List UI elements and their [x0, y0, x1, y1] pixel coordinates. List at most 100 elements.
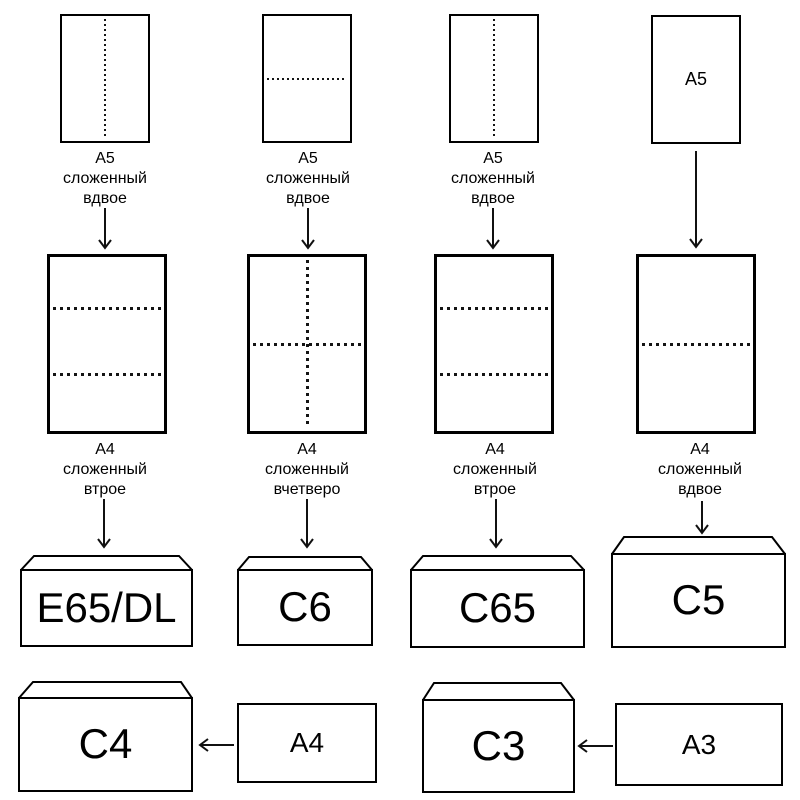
envelope-label: C65 [458, 584, 537, 631]
envelope-label: C4 [78, 720, 133, 767]
caption-line: сложенный [453, 461, 537, 478]
paper-a5-col4: A5 [651, 15, 741, 144]
left-arrow-icon [198, 738, 234, 752]
caption-line: вдвое [286, 190, 330, 207]
caption-line: A4 [95, 441, 115, 458]
caption-line: втрое [83, 481, 127, 498]
fold-line-third-1 [53, 307, 161, 311]
envelope-label: C6 [278, 583, 332, 630]
envelope-body [422, 699, 575, 793]
caption-line: сложенный [63, 461, 147, 478]
paper-a4-source: A4 [237, 703, 377, 783]
paper-a5-col2 [262, 14, 352, 143]
caption-line: вдвое [471, 190, 515, 207]
fold-line-third-2 [440, 373, 548, 377]
envelope-shape [18, 681, 193, 792]
caption-a5-col3: A5 сложенный вдвое [413, 149, 573, 209]
envelope-shape [20, 555, 193, 647]
arrow-head [486, 239, 500, 250]
envelope-shape [410, 555, 585, 648]
caption-a4-col4: A4 сложенный вдвое [620, 440, 780, 500]
caption-a4-col1: A4 сложенный втрое [25, 440, 185, 500]
down-arrow-icon [97, 499, 111, 549]
caption-line: сложенный [658, 461, 742, 478]
envelope-c3: C3 [422, 682, 575, 793]
caption-a5-col1: A5 сложенный вдвое [25, 149, 185, 209]
caption-line: сложенный [265, 461, 349, 478]
envelope-label: C3 [471, 721, 526, 769]
arrow-head [98, 239, 112, 250]
fold-line-vertical [306, 260, 309, 428]
fold-line-third-2 [53, 373, 161, 377]
caption-a5-col2: A5 сложенный вдвое [228, 149, 388, 209]
paper-a3-source-label: A3 [681, 728, 717, 760]
fold-line-vertical [104, 19, 106, 138]
arrow-head [695, 524, 709, 535]
envelope-shape [422, 682, 575, 793]
caption-line: втрое [473, 481, 517, 498]
arrow-head [489, 538, 503, 549]
left-arrow-icon [577, 739, 613, 753]
down-arrow-icon [489, 499, 503, 549]
down-arrow-icon [689, 151, 703, 249]
envelope-flap [18, 681, 193, 699]
caption-line: вдвое [83, 190, 127, 207]
arrow-head [300, 538, 314, 549]
envelope-body [611, 553, 786, 648]
envelope-flap [410, 555, 585, 571]
caption-line: вдвое [678, 481, 722, 498]
arrow-head [577, 739, 588, 753]
paper-a3-source: A3 [615, 703, 783, 786]
down-arrow-icon [695, 501, 709, 535]
paper-a4-col1 [47, 254, 167, 434]
envelope-shape [611, 536, 786, 648]
envelope-c6: C6 [237, 556, 373, 646]
caption-line: A4 [297, 441, 317, 458]
paper-a5-col3 [449, 14, 539, 143]
down-arrow-icon [301, 208, 315, 250]
caption-line: сложенный [266, 170, 350, 187]
paper-a4-col2 [247, 254, 367, 434]
envelope-flap [611, 536, 786, 555]
arrow-head [689, 238, 703, 249]
caption-line: вчетверо [273, 481, 341, 498]
envelope-body [237, 569, 373, 646]
paper-a4-source-label: A4 [289, 727, 325, 758]
caption-line: сложенный [63, 170, 147, 187]
fold-line-horizontal [642, 343, 750, 346]
envelope-body [410, 569, 585, 648]
caption-line: A5 [95, 150, 115, 167]
arrow-head [198, 738, 209, 752]
caption-a4-col2: A4 сложенный вчетверо [227, 440, 387, 500]
paper-a4-col4 [636, 254, 756, 434]
envelope-flap [422, 682, 575, 701]
down-arrow-icon [486, 208, 500, 250]
arrow-head [97, 538, 111, 549]
paper-a5-label: A5 [684, 69, 708, 89]
envelope-flap [237, 556, 373, 571]
caption-a4-col3: A4 сложенный втрое [415, 440, 575, 500]
down-arrow-icon [300, 499, 314, 549]
fold-line-horizontal [267, 77, 347, 80]
arrow-head [301, 239, 315, 250]
caption-line: A4 [485, 441, 505, 458]
paper-a4-col3 [434, 254, 554, 434]
envelope-shape [237, 556, 373, 646]
envelope-c4-highlighted: C4 [18, 681, 193, 792]
envelope-flap [20, 555, 193, 571]
caption-line: A5 [483, 150, 503, 167]
envelope-body [18, 697, 193, 792]
fold-line-vertical [493, 19, 495, 138]
caption-line: сложенный [451, 170, 535, 187]
caption-line: A5 [298, 150, 318, 167]
fold-line-third-1 [440, 307, 548, 311]
envelope-label: E65/DL [36, 583, 177, 631]
envelope-label: C5 [671, 576, 726, 623]
envelope-e65dl: E65/DL [20, 555, 193, 647]
paper-a5-col1 [60, 14, 150, 143]
caption-line: A4 [690, 441, 710, 458]
down-arrow-icon [98, 208, 112, 250]
envelope-body [20, 569, 193, 647]
envelope-c65: C65 [410, 555, 585, 648]
